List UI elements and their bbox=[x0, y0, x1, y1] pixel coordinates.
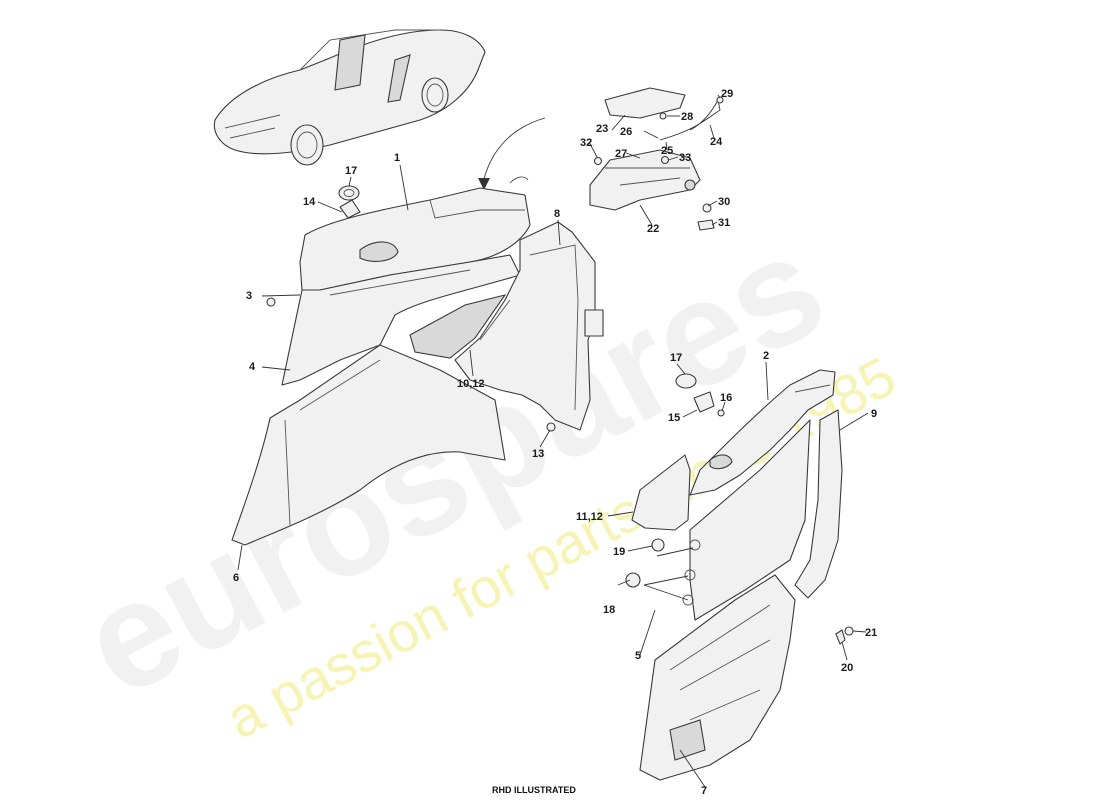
part-19-clip-icon bbox=[651, 538, 665, 552]
car-overview-icon bbox=[213, 29, 486, 166]
callout-label: 20 bbox=[841, 662, 853, 674]
callout-label: 29 bbox=[721, 88, 733, 100]
part-9-pillar-trim bbox=[794, 409, 843, 599]
callout-label: 23 bbox=[596, 123, 608, 135]
callout-label: 5 bbox=[635, 650, 641, 662]
part-2-right-upper-trim bbox=[689, 369, 836, 496]
callout-label: 21 bbox=[865, 627, 877, 639]
callout-label: 22 bbox=[647, 223, 659, 235]
part-10-12-window-panel bbox=[409, 294, 507, 359]
part-15-clip-icon bbox=[693, 391, 715, 413]
callout-label: 25 bbox=[661, 145, 673, 157]
part-1-upper-trim bbox=[299, 176, 531, 291]
part-31-clip-icon bbox=[697, 219, 715, 231]
arrow-head-icon bbox=[478, 178, 490, 190]
callout-label: 17 bbox=[345, 165, 357, 177]
callout-label: 15 bbox=[668, 412, 680, 424]
callout-label: 26 bbox=[620, 126, 632, 138]
part-13-fastener-icon bbox=[546, 422, 556, 432]
part-33-fastener-icon bbox=[660, 155, 670, 165]
part-22-console-bracket bbox=[589, 149, 701, 211]
callout-label: 30 bbox=[718, 196, 730, 208]
callout-label: 31 bbox=[718, 217, 730, 229]
callout-label: 24 bbox=[710, 136, 723, 148]
callout-label: 19 bbox=[613, 546, 625, 558]
callout-labels: 1 2 3 4 5 6 7 8 9 10,12 11,12 13 14 15 1… bbox=[233, 88, 877, 797]
part-21-washer-icon bbox=[844, 626, 854, 636]
part-30-fastener-icon bbox=[702, 203, 712, 213]
callout-label: 27 bbox=[615, 148, 627, 160]
arrow-icon bbox=[482, 117, 546, 184]
part-28-fastener-icon bbox=[659, 112, 667, 120]
callout-label: 13 bbox=[532, 448, 544, 460]
callout-label: 9 bbox=[871, 408, 877, 420]
leader-lines bbox=[237, 94, 869, 788]
callout-label: 10,12 bbox=[457, 378, 485, 390]
part-8-pillar-frame bbox=[454, 221, 604, 431]
callout-label: 3 bbox=[246, 290, 252, 302]
callout-label: 28 bbox=[681, 111, 693, 123]
part-17-grommet-icon bbox=[338, 185, 360, 201]
fastener-icon bbox=[266, 297, 276, 307]
callout-label: 18 bbox=[603, 604, 615, 616]
callout-label: 2 bbox=[763, 350, 769, 362]
part-11-12-window-frame bbox=[631, 454, 691, 531]
callout-label: 14 bbox=[303, 196, 316, 208]
part-5-right-panel bbox=[682, 419, 811, 621]
callout-label: 17 bbox=[670, 352, 682, 364]
callout-label: 11,12 bbox=[576, 511, 603, 523]
part-17b-grommet-icon bbox=[675, 373, 697, 389]
callout-label: 8 bbox=[554, 208, 560, 220]
callout-label: 32 bbox=[580, 137, 592, 149]
rhd-illustrated-note: RHD ILLUSTRATED bbox=[492, 785, 576, 795]
part-14-clip-icon bbox=[339, 199, 361, 219]
part-16-fastener-icon bbox=[717, 409, 725, 417]
part-23-lid bbox=[604, 87, 686, 119]
part-24-cable bbox=[659, 98, 721, 141]
callout-label: 33 bbox=[679, 152, 691, 164]
callout-label: 6 bbox=[233, 572, 239, 584]
callout-label: 7 bbox=[701, 785, 707, 797]
part-20-screw-icon bbox=[835, 629, 846, 645]
part-18-clip-icon bbox=[625, 572, 641, 588]
part-6-lower-panel bbox=[231, 344, 506, 546]
part-32-fastener-icon bbox=[593, 156, 603, 166]
callout-label: 16 bbox=[720, 392, 732, 404]
part-29-fastener-icon bbox=[716, 96, 724, 104]
callout-label: 1 bbox=[394, 152, 400, 164]
callout-label: 4 bbox=[249, 361, 256, 373]
part-7-lower-right-panel bbox=[639, 574, 796, 781]
